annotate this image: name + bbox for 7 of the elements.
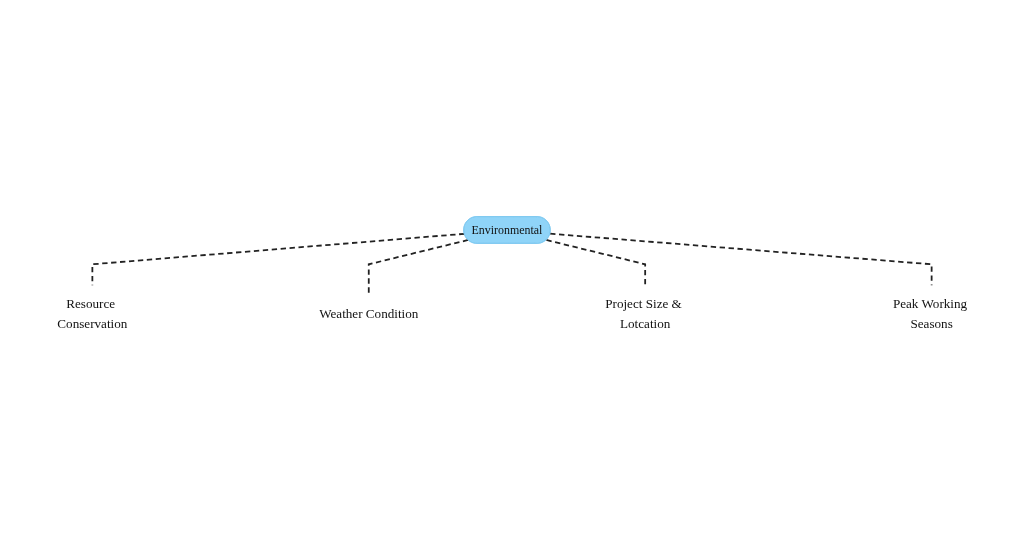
node-text: Project Size & Lotcation — [605, 296, 682, 332]
node-text: Resource Conservation — [57, 296, 128, 332]
connector — [545, 239, 647, 287]
node-text: Peak Working Seasons — [892, 296, 968, 332]
connector — [549, 232, 933, 287]
node-text: Weather Condition — [319, 306, 419, 322]
connector — [367, 239, 470, 296]
